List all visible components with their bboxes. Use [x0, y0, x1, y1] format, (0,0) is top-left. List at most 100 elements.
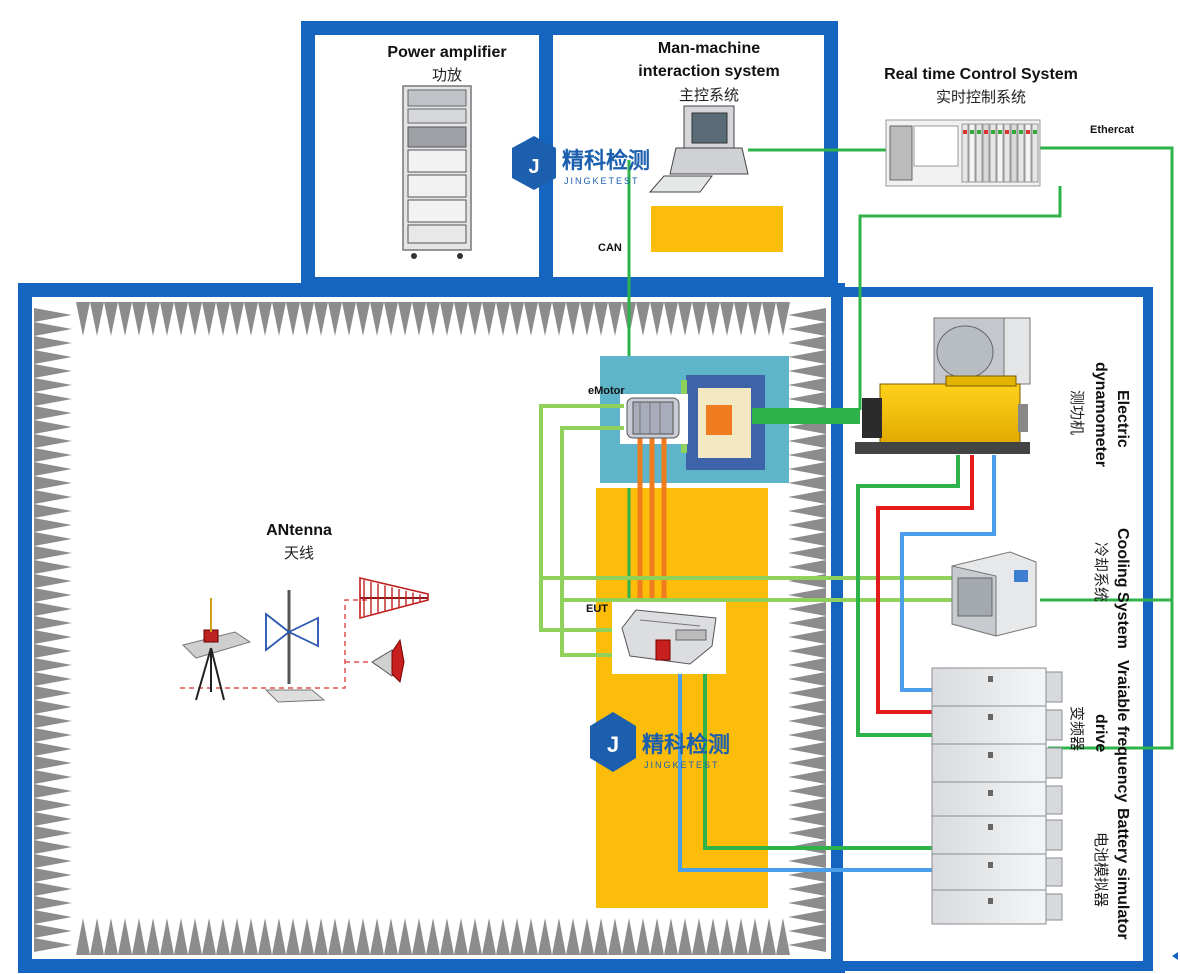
absorber-cone: [258, 918, 272, 955]
absorber-cone: [788, 714, 826, 728]
label-hmi-line2: interaction system: [638, 63, 779, 80]
jingke-logo-icon: J 精科检测 JINGKETEST: [512, 136, 650, 190]
absorber-cone: [788, 812, 826, 826]
label-vfd-cn: 变频器: [1068, 706, 1086, 751]
absorber-cone: [678, 302, 692, 336]
absorber-cone: [370, 302, 384, 336]
absorber-cone: [34, 406, 72, 420]
absorber-cone: [370, 918, 384, 955]
label-eut: EUT: [586, 603, 608, 615]
absorber-cone: [720, 302, 734, 336]
plc-slice: [989, 123, 997, 183]
absorber-cone: [34, 826, 72, 840]
absorber-cone: [34, 602, 72, 616]
absorber-cone: [636, 302, 650, 336]
label-dyno-cn: 测功机: [1068, 390, 1086, 435]
plc-led: [984, 130, 988, 134]
absorber-cone: [788, 672, 826, 686]
plc-slice: [1010, 123, 1018, 183]
cabinet-handle: [988, 676, 993, 682]
absorber-cone: [788, 350, 826, 364]
absorber-cone: [132, 302, 146, 336]
absorber-cone: [788, 602, 826, 616]
absorber-cone: [34, 616, 72, 630]
absorber-cone: [510, 918, 524, 955]
absorber-cone: [34, 924, 72, 938]
cabinet-handle: [988, 824, 993, 830]
absorber-cone: [788, 560, 826, 574]
absorber-cone: [384, 302, 398, 336]
absorber-cone: [342, 302, 356, 336]
absorber-cone: [788, 770, 826, 784]
cabinet-module: [931, 667, 1047, 707]
absorber-cone: [104, 918, 118, 955]
absorber-cone: [230, 918, 244, 955]
absorber-cone: [788, 308, 826, 322]
absorber-cone: [216, 302, 230, 336]
ethercat-line: [1040, 146, 1174, 750]
absorber-cone: [34, 784, 72, 798]
cabinet-side: [1045, 819, 1063, 851]
label-cooling-cn: 冷却系统: [1092, 542, 1110, 602]
label-dyno-line1: Electric: [1114, 390, 1131, 448]
absorber-cone: [788, 686, 826, 700]
absorber-cone: [34, 434, 72, 448]
label-rtcs-cn: 实时控制系统: [936, 88, 1026, 106]
absorber-cone: [216, 918, 230, 955]
cabinet-side: [1045, 785, 1063, 815]
cabinet-module: [931, 889, 1047, 925]
cabinet-handle: [988, 714, 993, 720]
absorber-cone: [34, 742, 72, 756]
absorber-cone: [398, 918, 412, 955]
absorber-cone: [146, 918, 160, 955]
absorber-cone: [34, 658, 72, 672]
absorber-cone: [34, 364, 72, 378]
absorber-cone: [412, 302, 426, 336]
absorber-cone: [678, 918, 692, 955]
absorber-cone: [440, 302, 454, 336]
label-power-amplifier-cn: 功放: [432, 66, 462, 84]
cabinet-module: [931, 781, 1047, 819]
plc-module-icon: [885, 119, 1041, 187]
absorber-cone: [622, 918, 636, 955]
rtcs-dyno-line: [858, 186, 1062, 410]
absorber-cone: [244, 302, 258, 336]
absorber-cone: [788, 854, 826, 868]
absorber-cone: [314, 302, 328, 336]
absorber-cones: [34, 302, 826, 955]
absorber-cone: [788, 476, 826, 490]
absorber-cone: [34, 840, 72, 854]
absorber-cone: [118, 918, 132, 955]
rack-cabinet-icon: [402, 85, 472, 259]
absorber-cone: [34, 420, 72, 434]
cabinet-module: [931, 743, 1047, 783]
absorber-cone: [524, 918, 538, 955]
label-rtcs: Real time Control System: [884, 66, 1078, 83]
absorber-cone: [272, 302, 286, 336]
absorber-cone: [188, 302, 202, 336]
plc-led: [970, 130, 974, 134]
absorber-cone: [286, 918, 300, 955]
absorber-cone: [146, 302, 160, 336]
absorber-cone: [132, 918, 146, 955]
absorber-cone: [34, 322, 72, 336]
absorber-cone: [552, 918, 566, 955]
absorber-cone: [356, 918, 370, 955]
cabinet-handle: [988, 752, 993, 758]
cabinet-side: [1045, 709, 1063, 741]
absorber-cone: [34, 504, 72, 518]
monopole-antenna-icon: [182, 598, 252, 701]
absorber-cone: [34, 392, 72, 406]
connections: [180, 146, 1174, 872]
svg-text:J: J: [528, 156, 539, 178]
absorber-cone: [90, 918, 104, 955]
absorber-cone: [34, 882, 72, 896]
absorber-cone: [788, 756, 826, 770]
dynamometer-icon: [855, 317, 1031, 454]
absorber-cone: [594, 918, 608, 955]
absorber-cone: [34, 336, 72, 350]
absorber-cone: [34, 532, 72, 546]
absorber-cone: [272, 918, 286, 955]
absorber-cone: [34, 798, 72, 812]
